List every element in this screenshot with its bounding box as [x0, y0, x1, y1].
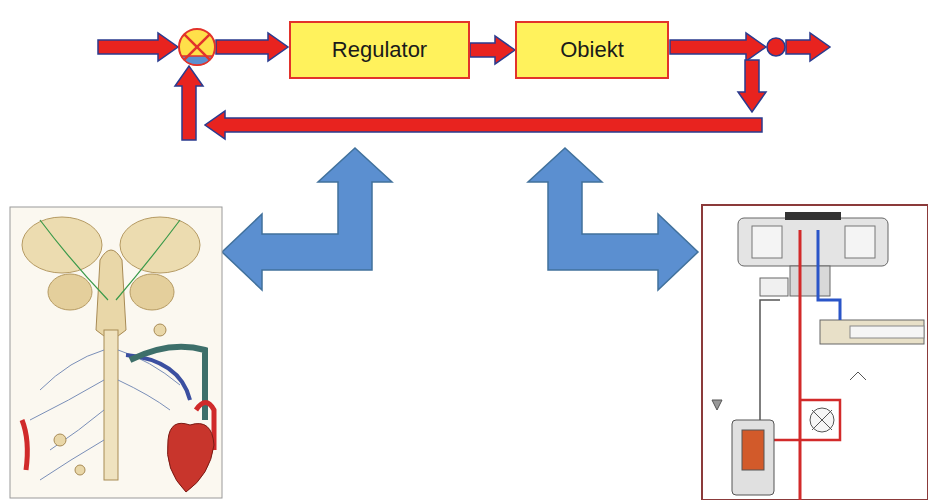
- summing-junction: [179, 29, 215, 65]
- box-label: Regulator: [332, 37, 427, 63]
- anatomy-illustration: [10, 207, 222, 498]
- process-box: Obiekt: [515, 21, 669, 79]
- process-box: Regulator: [289, 21, 470, 79]
- box-label: Obiekt: [560, 37, 624, 63]
- input-arrow: [98, 33, 178, 61]
- output-arrow: [786, 33, 830, 61]
- tech-arrow: [528, 148, 698, 290]
- feedback-arrow: [205, 111, 762, 139]
- error-arrow: [216, 33, 288, 61]
- branch-point: [767, 38, 785, 56]
- mapping-arrows: [222, 148, 698, 290]
- feedback-arrow: [738, 60, 766, 112]
- signal-arrow: [470, 36, 515, 64]
- output-arrow: [670, 33, 766, 61]
- bio-arrow: [222, 148, 392, 290]
- hydraulic-schematic: [702, 205, 928, 500]
- feedback-arrow: [175, 66, 203, 140]
